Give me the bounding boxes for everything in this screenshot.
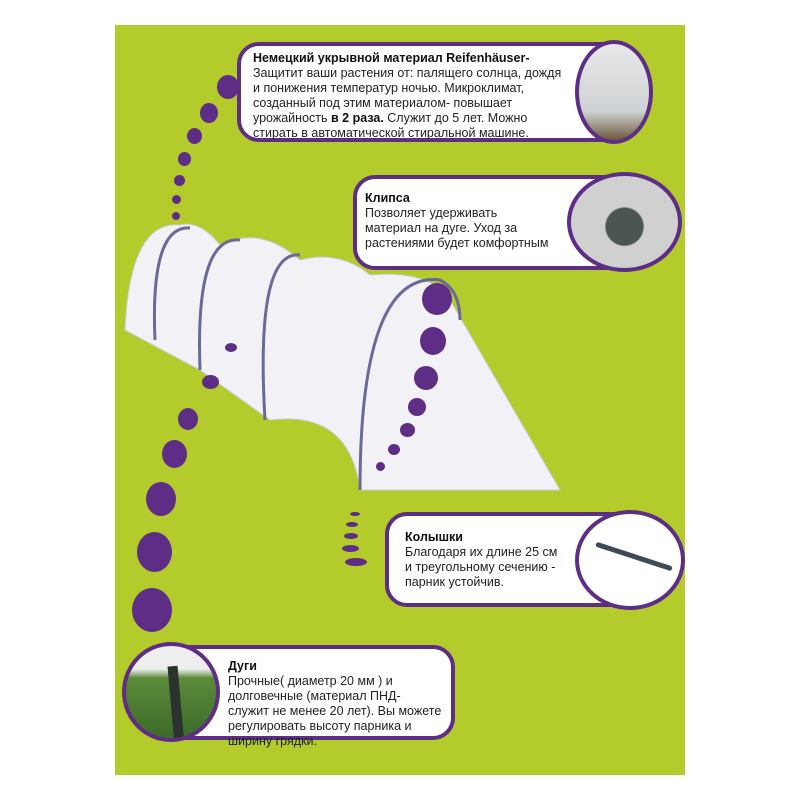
feature-title: Колышки — [405, 530, 463, 544]
feature-text: Защитит ваши растения от: палящего солнц… — [253, 66, 562, 125]
arc-photo — [122, 642, 220, 742]
clip-photo — [567, 172, 682, 272]
feature-text: Прочные( диаметр 20 мм ) и долговечные (… — [228, 674, 442, 748]
material-photo — [575, 40, 653, 144]
feature-text: Благодаря их длине 25 см и треугольному … — [405, 545, 558, 589]
feature-text: Служит до 5 лет. Можно стирать в автомат… — [253, 111, 529, 140]
feature-title: Немецкий укрывной материал Reifenhäuser- — [253, 51, 530, 65]
feature-text: Позволяет удерживать материал на дуге. У… — [365, 206, 549, 250]
feature-title: Дуги — [228, 659, 257, 673]
feature-highlight: в 2 раза. — [331, 111, 384, 125]
stake-photo — [575, 510, 685, 610]
feature-title: Клипса — [365, 191, 410, 205]
